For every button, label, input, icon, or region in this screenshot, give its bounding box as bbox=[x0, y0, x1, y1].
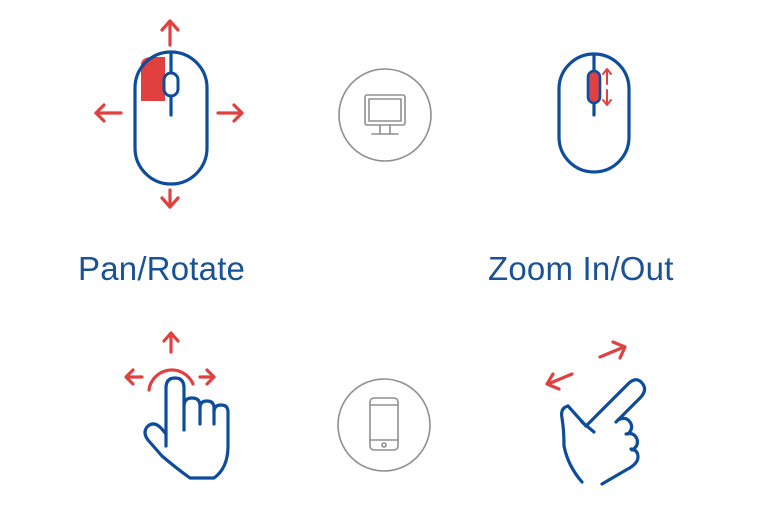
mouse-scroll-wheel-icon bbox=[557, 52, 631, 174]
zoom-in-out-label: Zoom In/Out bbox=[488, 250, 674, 287]
smartphone-icon bbox=[337, 378, 431, 472]
pan-rotate-label: Pan/Rotate bbox=[78, 250, 246, 287]
one-finger-touch-icon bbox=[124, 331, 230, 480]
desktop-monitor-icon bbox=[338, 68, 432, 162]
mouse-pan-icon bbox=[94, 19, 244, 209]
pinch-gesture-icon bbox=[545, 340, 647, 486]
